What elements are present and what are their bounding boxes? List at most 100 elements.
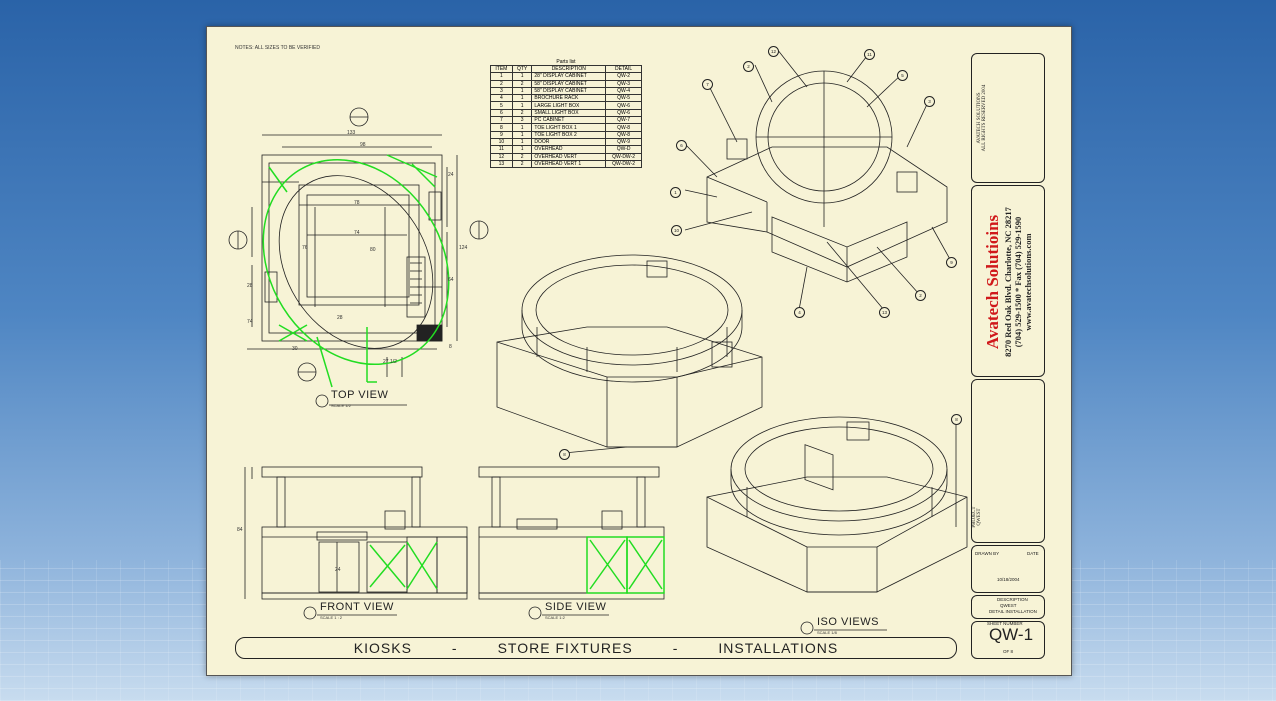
side-view-scale: SCALE 1:2 [545,615,565,620]
company-info: Avatech Solutioins 8270 Red Oak Blvd. Ch… [973,189,1043,375]
dim-80: 80 [370,247,376,253]
drawn-by-label: DRAWN BY [975,551,1000,556]
banner-dash: - [672,640,679,656]
parts-list-cell: 13 [490,159,513,169]
parts-list-header: ITEM [490,64,513,74]
parts-list-header: DESCRIPTION [531,64,607,74]
callout-4: 4 [794,307,805,318]
parts-list-cell: 1 [511,72,533,81]
parts-list-cell: 1 [511,137,533,147]
parts-list-cell: 28" DISPLAY CABINET [531,72,607,81]
callout-10: 10 [671,225,682,236]
dim-28: 28 [247,283,253,289]
parts-list-cell: DOOR [531,137,607,147]
drawing-canvas [228,48,968,635]
parts-list-cell: QW-7 [605,116,642,125]
title-block-drawn [971,545,1045,593]
parts-list-cell: TOE LIGHT BOX 1 [531,123,607,132]
dim-27-half: 27 1/2 [383,359,397,365]
parts-list-cell: 1 [511,130,533,139]
callout-5: 5 [897,70,908,81]
callout-11: 11 [864,49,875,60]
parts-list-cell: OVERHEAD VERT [531,152,607,161]
callout-6: 6 [676,140,687,151]
front-view-scale: SCALE 1 : 2 [320,615,343,620]
parts-list-cell: OVERHEAD [531,145,607,154]
project-text: PROJECT QWEST [972,501,982,533]
top-view-scale: SCALE 1/2 [331,403,351,408]
parts-list-header: DETAIL [605,64,642,74]
callout-1: 1 [670,187,681,198]
parts-list-cell: 1 [511,101,533,110]
parts-list-cell: TOE LIGHT BOX 2 [531,130,607,139]
dim-30: 30 [292,346,298,352]
parts-list-cell: 58" DISPLAY CABINET [531,86,607,96]
parts-list-cell: 2 [511,152,533,161]
parts-list-cell: QW-4 [605,86,642,96]
parts-list-cell: QW-6 [605,101,642,110]
sheet-number-label: SHEET NUMBER [987,621,1023,626]
callout-12: 12 [768,46,779,57]
parts-list-cell: LARGE LIGHT BOX [531,101,607,110]
dim-76: 76 [302,245,308,251]
parts-list-cell: 3 [511,116,533,125]
parts-list-cell: 1 [511,123,533,132]
title-block-project [971,379,1045,543]
parts-list-cell: QW-2 [605,72,642,81]
parts-list-cell: QW-8 [605,130,642,139]
iso-view-label: ISO VIEWS [817,616,879,628]
callout-13: 13 [879,307,890,318]
title-block-sheet [971,621,1045,659]
parts-list-header-row: ITEM QTY DESCRIPTION DETAIL [490,64,642,74]
parts-list-cell: SMALL LIGHT BOX [531,108,607,118]
callout-7: 7 [702,79,713,90]
banner-installations: INSTALLATIONS [718,640,839,656]
parts-list-cell: PC CABINET [531,116,607,125]
company-phone: (704) 529-1500 * Fax (704) 529-1590 [1013,216,1024,348]
parts-list-cell: 2 [511,159,533,169]
parts-list-header: QTY [511,64,533,74]
rights-text: AVATECH SOLUTIONS ALL RIGHTS RESERVED 20… [977,63,987,173]
parts-list-title: Parts list [556,59,576,65]
parts-list-cell: 2 [511,108,533,118]
parts-list-cell: 8 [490,123,513,132]
dim-8: 8 [449,344,452,350]
dim-28-inner: 28 [337,315,343,321]
parts-list-table: Parts list ITEM QTY DESCRIPTION DETAIL 1… [490,59,642,169]
banner-store-fixtures: STORE FIXTURES [497,640,633,656]
company-name: Avatech Solutioins [983,214,1003,350]
parts-list-cell: 11 [490,145,513,154]
dim-78: 78 [354,200,360,206]
parts-list-cell: 10 [490,137,513,147]
iso-view-scale: SCALE 1/8 [817,630,837,635]
parts-list-cell: QW-D [605,145,642,154]
sheet-of: OF 8 [1003,649,1014,654]
parts-list-cell: QW-DW-2 [605,152,642,161]
callout-8: 8 [559,449,570,460]
parts-list-cell: QW-6 [605,108,642,118]
parts-list-cell: 1 [511,94,533,103]
callout-2b: 2 [915,290,926,301]
dim-front-height: 84 [237,527,243,533]
callout-3: 3 [924,96,935,107]
top-view-outline [261,154,443,342]
callout-8b: 8 [951,414,962,425]
description-label: DESCRIPTION [997,597,1028,602]
title-banner: KIOSKS - STORE FIXTURES - INSTALLATIONS [235,637,957,659]
parts-list-cell: 9 [490,130,513,139]
parts-list-cell: QW-DW-2 [605,159,642,169]
dim-inner-width: 98 [360,142,366,148]
parts-list-cell: 7 [490,116,513,125]
dim-top-width: 133 [347,130,356,136]
